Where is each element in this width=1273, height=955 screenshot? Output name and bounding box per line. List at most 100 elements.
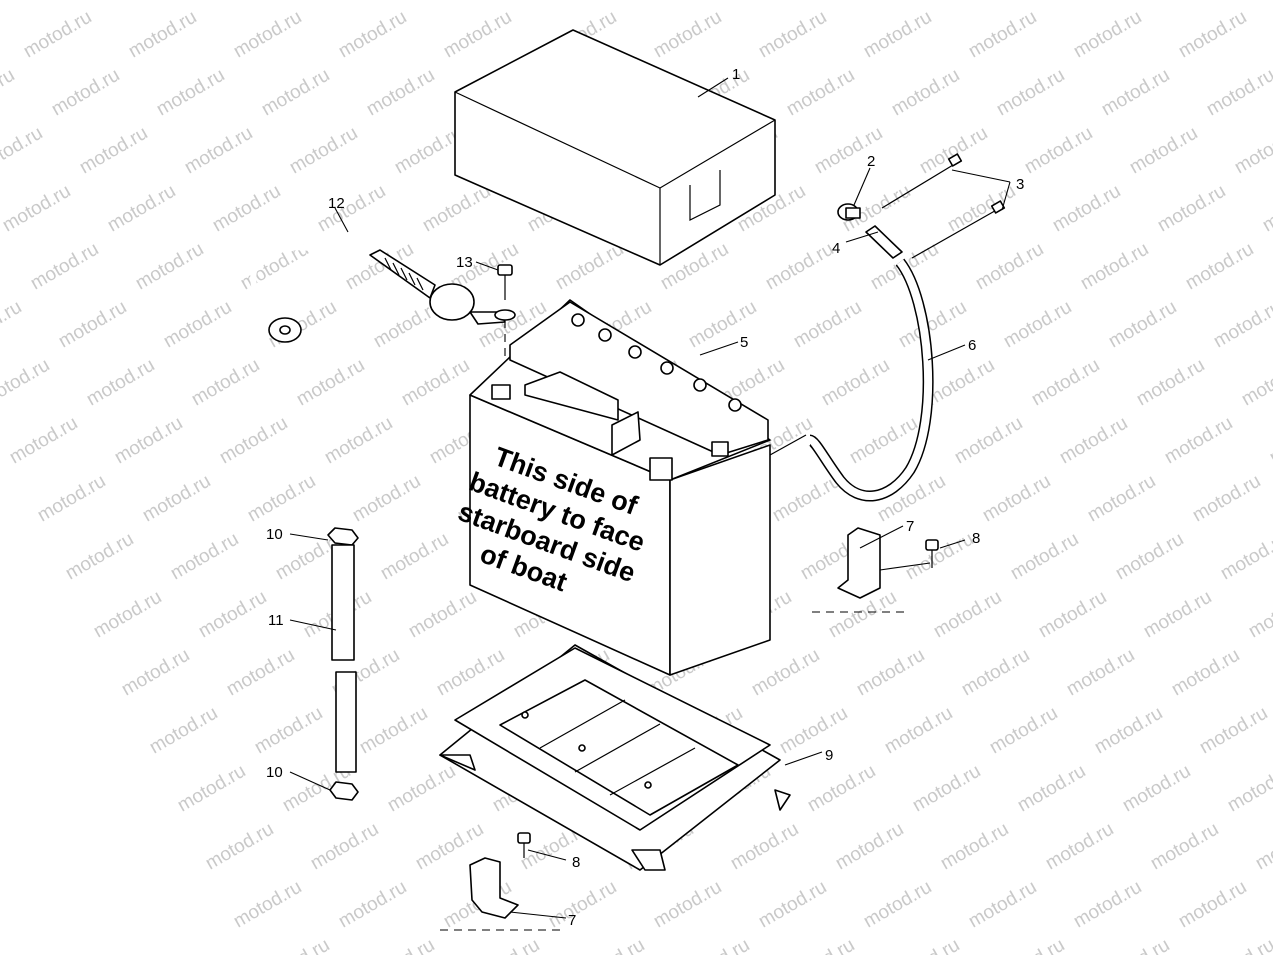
watermark-text: motod.ru [118, 645, 193, 701]
watermark-text: motod.ru [76, 123, 151, 179]
watermark-text: motod.ru [314, 181, 389, 237]
watermark-text: motod.ru [1217, 529, 1273, 585]
watermark-text: motod.ru [1105, 297, 1180, 353]
watermark-text: motod.ru [1028, 355, 1103, 411]
watermark-text: motod.ru [384, 761, 459, 817]
watermark-text: motod.ru [860, 7, 935, 63]
watermark-text: motod.ru [1196, 703, 1271, 759]
bolt-lower [517, 832, 531, 858]
watermark-text: motod.ru [188, 355, 263, 411]
callout-3: 3 [1016, 176, 1024, 193]
watermark-text: motod.ru [1035, 587, 1110, 643]
watermark-text: motod.ru [1126, 123, 1201, 179]
watermark-text: motod.ru [363, 65, 438, 121]
battery-cover [454, 29, 776, 266]
watermark-text: motod.ru [951, 413, 1026, 469]
watermark-text: motod.ru [1238, 355, 1273, 411]
hold-down-bracket-upper [812, 527, 905, 613]
watermark-text: motod.ru [1203, 65, 1273, 121]
watermark-text: motod.ru [244, 471, 319, 527]
vent-fitting [865, 225, 903, 259]
watermark-text: motod.ru [545, 877, 620, 933]
watermark-text: motod.ru [216, 413, 291, 469]
watermark-text: motod.ru [1224, 761, 1273, 817]
watermark-text: motod.ru [1119, 761, 1194, 817]
callout-7-upper: 7 [906, 518, 914, 535]
watermark-text: motod.ru [1161, 413, 1236, 469]
watermark-text: motod.ru [6, 413, 81, 469]
watermark-text: motod.ru [958, 645, 1033, 701]
watermark-text: motod.ru [202, 0, 277, 4]
watermark-text: motod.ru [181, 123, 256, 179]
watermark-text: motod.ru [755, 877, 830, 933]
watermark-text: motod.ru [776, 703, 851, 759]
watermark-text: motod.ru [433, 645, 508, 701]
watermark-text: motod.ru [419, 181, 494, 237]
watermark-text: motod.ru [335, 7, 410, 63]
callout-4: 4 [832, 240, 840, 257]
watermark-text: motod.ru [139, 471, 214, 527]
watermark-text: motod.ru [146, 703, 221, 759]
watermark-text: motod.ru [202, 819, 277, 875]
hold-down-bracket-lower [440, 857, 560, 931]
callout-labels: 1 2 3 4 5 6 7 8 9 10 11 12 13 10 8 7 [266, 66, 1024, 929]
watermark-text: motod.ru [209, 181, 284, 237]
watermark-text: motod.ru [1147, 0, 1222, 4]
battery: This side of battery to face starboard s… [454, 299, 771, 676]
watermark-text: motod.ru [993, 65, 1068, 121]
watermark-text: motod.ru [1259, 181, 1273, 237]
watermark-text: motod.ru [888, 65, 963, 121]
callout-7-lower: 7 [568, 912, 576, 929]
watermark-text: motod.ru [979, 471, 1054, 527]
callout-10-lower: 10 [266, 764, 283, 781]
terminal-cable [250, 244, 506, 343]
watermark-text: motod.ru [0, 181, 74, 237]
watermark-text: motod.ru [398, 355, 473, 411]
watermark-text: motod.ru [755, 7, 830, 63]
watermark-text: motod.ru [1133, 355, 1208, 411]
watermark-text: motod.ru [1210, 297, 1273, 353]
watermark-text: motod.ru [1000, 297, 1075, 353]
watermark-text: motod.ru [1231, 123, 1273, 179]
callout-8-lower: 8 [572, 854, 580, 871]
watermark-text: motod.ru [1014, 761, 1089, 817]
callout-11: 11 [268, 612, 284, 629]
vent-cap [837, 203, 861, 221]
callout-2: 2 [867, 153, 875, 170]
watermark-text: motod.ru [83, 355, 158, 411]
watermark-text: motod.ru [790, 297, 865, 353]
watermark-text: motod.ru [307, 0, 382, 4]
watermark-text: motod.ru [321, 413, 396, 469]
watermark-text: motod.ru [125, 7, 200, 63]
watermark-text: motod.ru [0, 65, 18, 121]
watermark-text: motod.ru [0, 123, 46, 179]
watermark-text: motod.ru [412, 0, 487, 4]
watermark-text: motod.ru [405, 587, 480, 643]
watermark-text: motod.ru [132, 239, 207, 295]
watermark-text: motod.ru [1098, 935, 1173, 955]
watermark-text: motod.ru [1266, 413, 1273, 469]
watermark-text: motod.ru [293, 355, 368, 411]
watermark-text: motod.ru [965, 7, 1040, 63]
watermark-text: motod.ru [160, 297, 235, 353]
watermark-text: motod.ru [853, 645, 928, 701]
watermark-text: motod.ru [650, 7, 725, 63]
watermark-text: motod.ru [923, 355, 998, 411]
watermark-text: motod.ru [20, 7, 95, 63]
watermark-text: motod.ru [902, 529, 977, 585]
watermark-text: motod.ru [1042, 819, 1117, 875]
callout-12: 12 [328, 195, 345, 212]
watermark-text: motod.ru [972, 239, 1047, 295]
watermark-text: motod.ru [993, 935, 1068, 955]
watermark-text: motod.ru [1070, 7, 1145, 63]
watermark-text: motod.ru [104, 181, 179, 237]
watermark-text: motod.ru [258, 65, 333, 121]
callout-6: 6 [968, 337, 976, 354]
watermark-text: motod.ru [1042, 0, 1117, 4]
watermark-text: motod.ru [251, 703, 326, 759]
watermark-text: motod.ru [34, 471, 109, 527]
watermark-text: motod.ru [622, 0, 697, 4]
watermark-text: motod.ru [881, 703, 956, 759]
watermark-text: motod.ru [377, 529, 452, 585]
watermark-text: motod.ru [832, 819, 907, 875]
